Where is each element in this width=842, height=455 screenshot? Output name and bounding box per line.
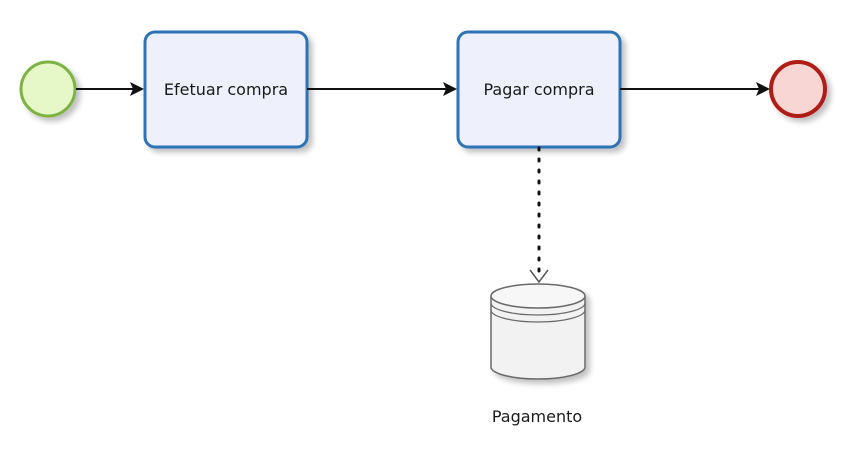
- data-store-pagamento[interactable]: [490, 283, 586, 380]
- data-store-ring-1: [490, 302, 586, 316]
- data-store-label: Pagamento: [492, 407, 582, 426]
- data-store-ring-2: [490, 309, 586, 323]
- start-event[interactable]: [19, 60, 77, 118]
- data-store-body: [490, 296, 586, 380]
- end-event[interactable]: [769, 60, 827, 118]
- task-pagar-compra-label: Pagar compra: [483, 80, 594, 99]
- task-efetuar-compra-label: Efetuar compra: [164, 80, 288, 99]
- data-association-arrowhead: [529, 269, 549, 284]
- task-efetuar-compra[interactable]: Efetuar compra: [143, 30, 309, 149]
- data-store-top: [490, 283, 586, 309]
- task-pagar-compra[interactable]: Pagar compra: [456, 30, 622, 149]
- data-association[interactable]: [529, 146, 549, 284]
